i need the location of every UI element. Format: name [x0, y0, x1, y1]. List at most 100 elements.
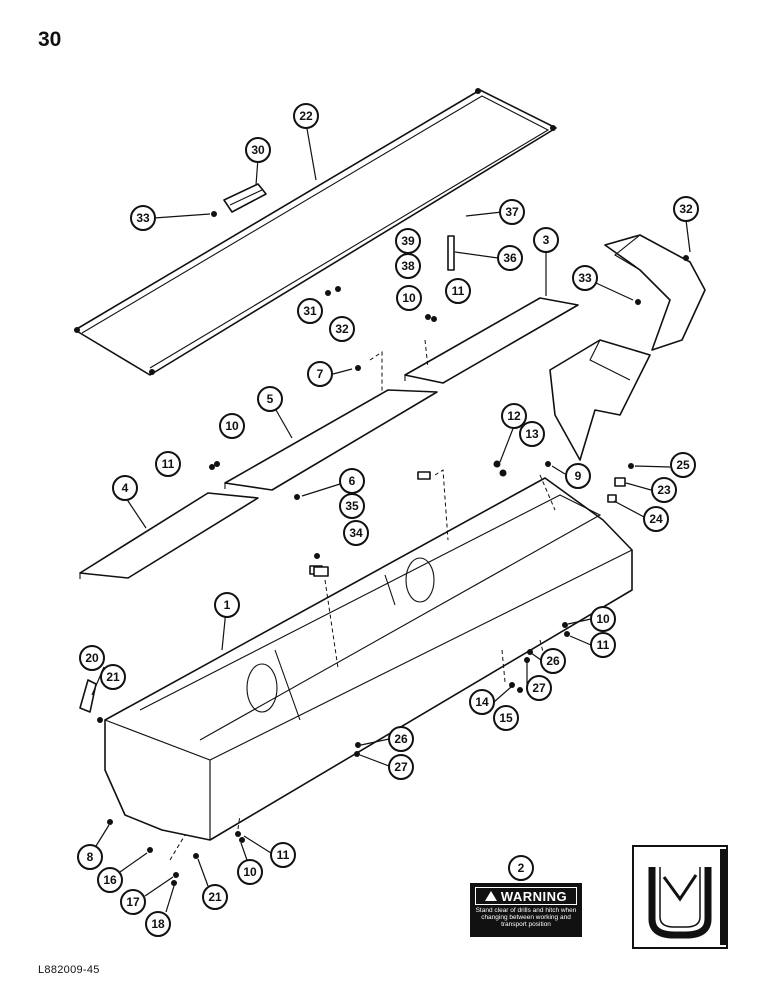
callout-10-upper: 10	[396, 285, 422, 311]
warning-title: WARNING	[500, 888, 568, 904]
callout-21-lower: 21	[202, 884, 228, 910]
callout-25: 25	[670, 452, 696, 478]
svg-text:10: 10	[402, 291, 416, 305]
callout-12: 12	[501, 403, 527, 429]
svg-text:20: 20	[85, 651, 99, 665]
warning-triangle-icon	[484, 891, 497, 901]
svg-text:23: 23	[657, 483, 671, 497]
callout-37: 37	[499, 199, 525, 225]
hopper-lid	[74, 88, 557, 376]
callout-26-lower: 26	[388, 726, 414, 752]
svg-text:31: 31	[303, 304, 317, 318]
callout-6: 6	[339, 468, 365, 494]
svg-text:33: 33	[136, 211, 150, 225]
svg-text:22: 22	[299, 109, 313, 123]
callout-32-lid: 32	[329, 316, 355, 342]
svg-text:15: 15	[499, 711, 513, 725]
callout-7: 7	[307, 361, 333, 387]
warning-decal: WARNING Stand clear of drills and hitch …	[470, 883, 582, 937]
svg-text:11: 11	[162, 457, 175, 471]
leader-lines-lower	[91, 618, 592, 913]
svg-text:10: 10	[596, 612, 610, 626]
svg-text:11: 11	[597, 638, 610, 652]
callout-5: 5	[257, 386, 283, 412]
callout-36: 36	[497, 245, 523, 271]
callout-11-right: 11	[590, 632, 616, 658]
svg-text:11: 11	[452, 284, 465, 298]
callout-1: 1	[214, 592, 240, 618]
svg-text:5: 5	[267, 392, 274, 406]
svg-text:25: 25	[676, 458, 690, 472]
callout-8: 8	[77, 844, 103, 870]
svg-text:9: 9	[575, 469, 582, 483]
lid-support-5	[224, 389, 438, 491]
page-number: 30	[38, 28, 62, 51]
callout-9: 9	[565, 463, 591, 489]
lid-support-3	[404, 297, 579, 384]
svg-text:21: 21	[106, 670, 120, 684]
callout-10-lower: 10	[237, 859, 263, 885]
svg-text:13: 13	[525, 427, 539, 441]
callout-38: 38	[395, 253, 421, 279]
svg-text:1: 1	[224, 598, 231, 612]
callout-22: 22	[293, 103, 319, 129]
seal-detail-inset	[632, 845, 728, 949]
svg-text:27: 27	[532, 681, 546, 695]
svg-text:27: 27	[394, 760, 408, 774]
svg-text:34: 34	[349, 526, 363, 540]
svg-text:18: 18	[151, 917, 165, 931]
svg-text:14: 14	[475, 695, 489, 709]
callout-33: 33	[130, 205, 156, 231]
svg-text:36: 36	[503, 251, 517, 265]
svg-text:26: 26	[546, 654, 560, 668]
callout-11-lower: 11	[270, 842, 296, 868]
warning-text: Stand clear of drills and hitch when cha…	[475, 907, 577, 928]
svg-text:11: 11	[277, 848, 290, 862]
callout-39: 39	[395, 228, 421, 254]
callout-30: 30	[245, 137, 271, 163]
callout-10-mid: 10	[219, 413, 245, 439]
callout-18: 18	[145, 911, 171, 937]
callout-11-upper: 11	[445, 278, 471, 304]
callout-27-lower: 27	[388, 754, 414, 780]
svg-text:17: 17	[126, 895, 140, 909]
svg-text:33: 33	[578, 271, 592, 285]
callout-16: 16	[97, 867, 123, 893]
callout-27-right: 27	[526, 675, 552, 701]
callout-32-upper: 32	[673, 196, 699, 222]
callout-20: 20	[79, 645, 105, 671]
figure-code: L882009-45	[38, 964, 100, 976]
callout-10-right: 10	[590, 606, 616, 632]
seal-profile-icon	[648, 849, 726, 945]
callout-21-upper: 21	[100, 664, 126, 690]
svg-text:6: 6	[349, 474, 356, 488]
warning-header: WARNING	[475, 887, 577, 905]
svg-text:37: 37	[505, 205, 519, 219]
svg-text:8: 8	[87, 850, 94, 864]
callout-15: 15	[493, 705, 519, 731]
callout-4: 4	[112, 475, 138, 501]
callout-11-mid: 11	[155, 451, 181, 477]
callout-14: 14	[469, 689, 495, 715]
callout-23: 23	[651, 477, 677, 503]
hardware	[79, 211, 689, 886]
callout-3: 3	[533, 227, 559, 253]
callout-17: 17	[120, 889, 146, 915]
svg-text:24: 24	[649, 512, 663, 526]
corner-shield-lower	[549, 339, 651, 461]
alignment-lines	[169, 339, 556, 861]
lid-support-4	[79, 492, 259, 579]
svg-text:39: 39	[401, 234, 415, 248]
callout-31: 31	[297, 298, 323, 324]
svg-text:16: 16	[103, 873, 117, 887]
svg-text:10: 10	[243, 865, 257, 879]
svg-text:35: 35	[345, 499, 359, 513]
svg-text:32: 32	[335, 322, 349, 336]
svg-text:26: 26	[394, 732, 408, 746]
svg-text:3: 3	[543, 233, 550, 247]
callout-35: 35	[339, 493, 365, 519]
callout-2: 2	[508, 855, 534, 881]
callout-24: 24	[643, 506, 669, 532]
svg-text:2: 2	[518, 861, 525, 875]
